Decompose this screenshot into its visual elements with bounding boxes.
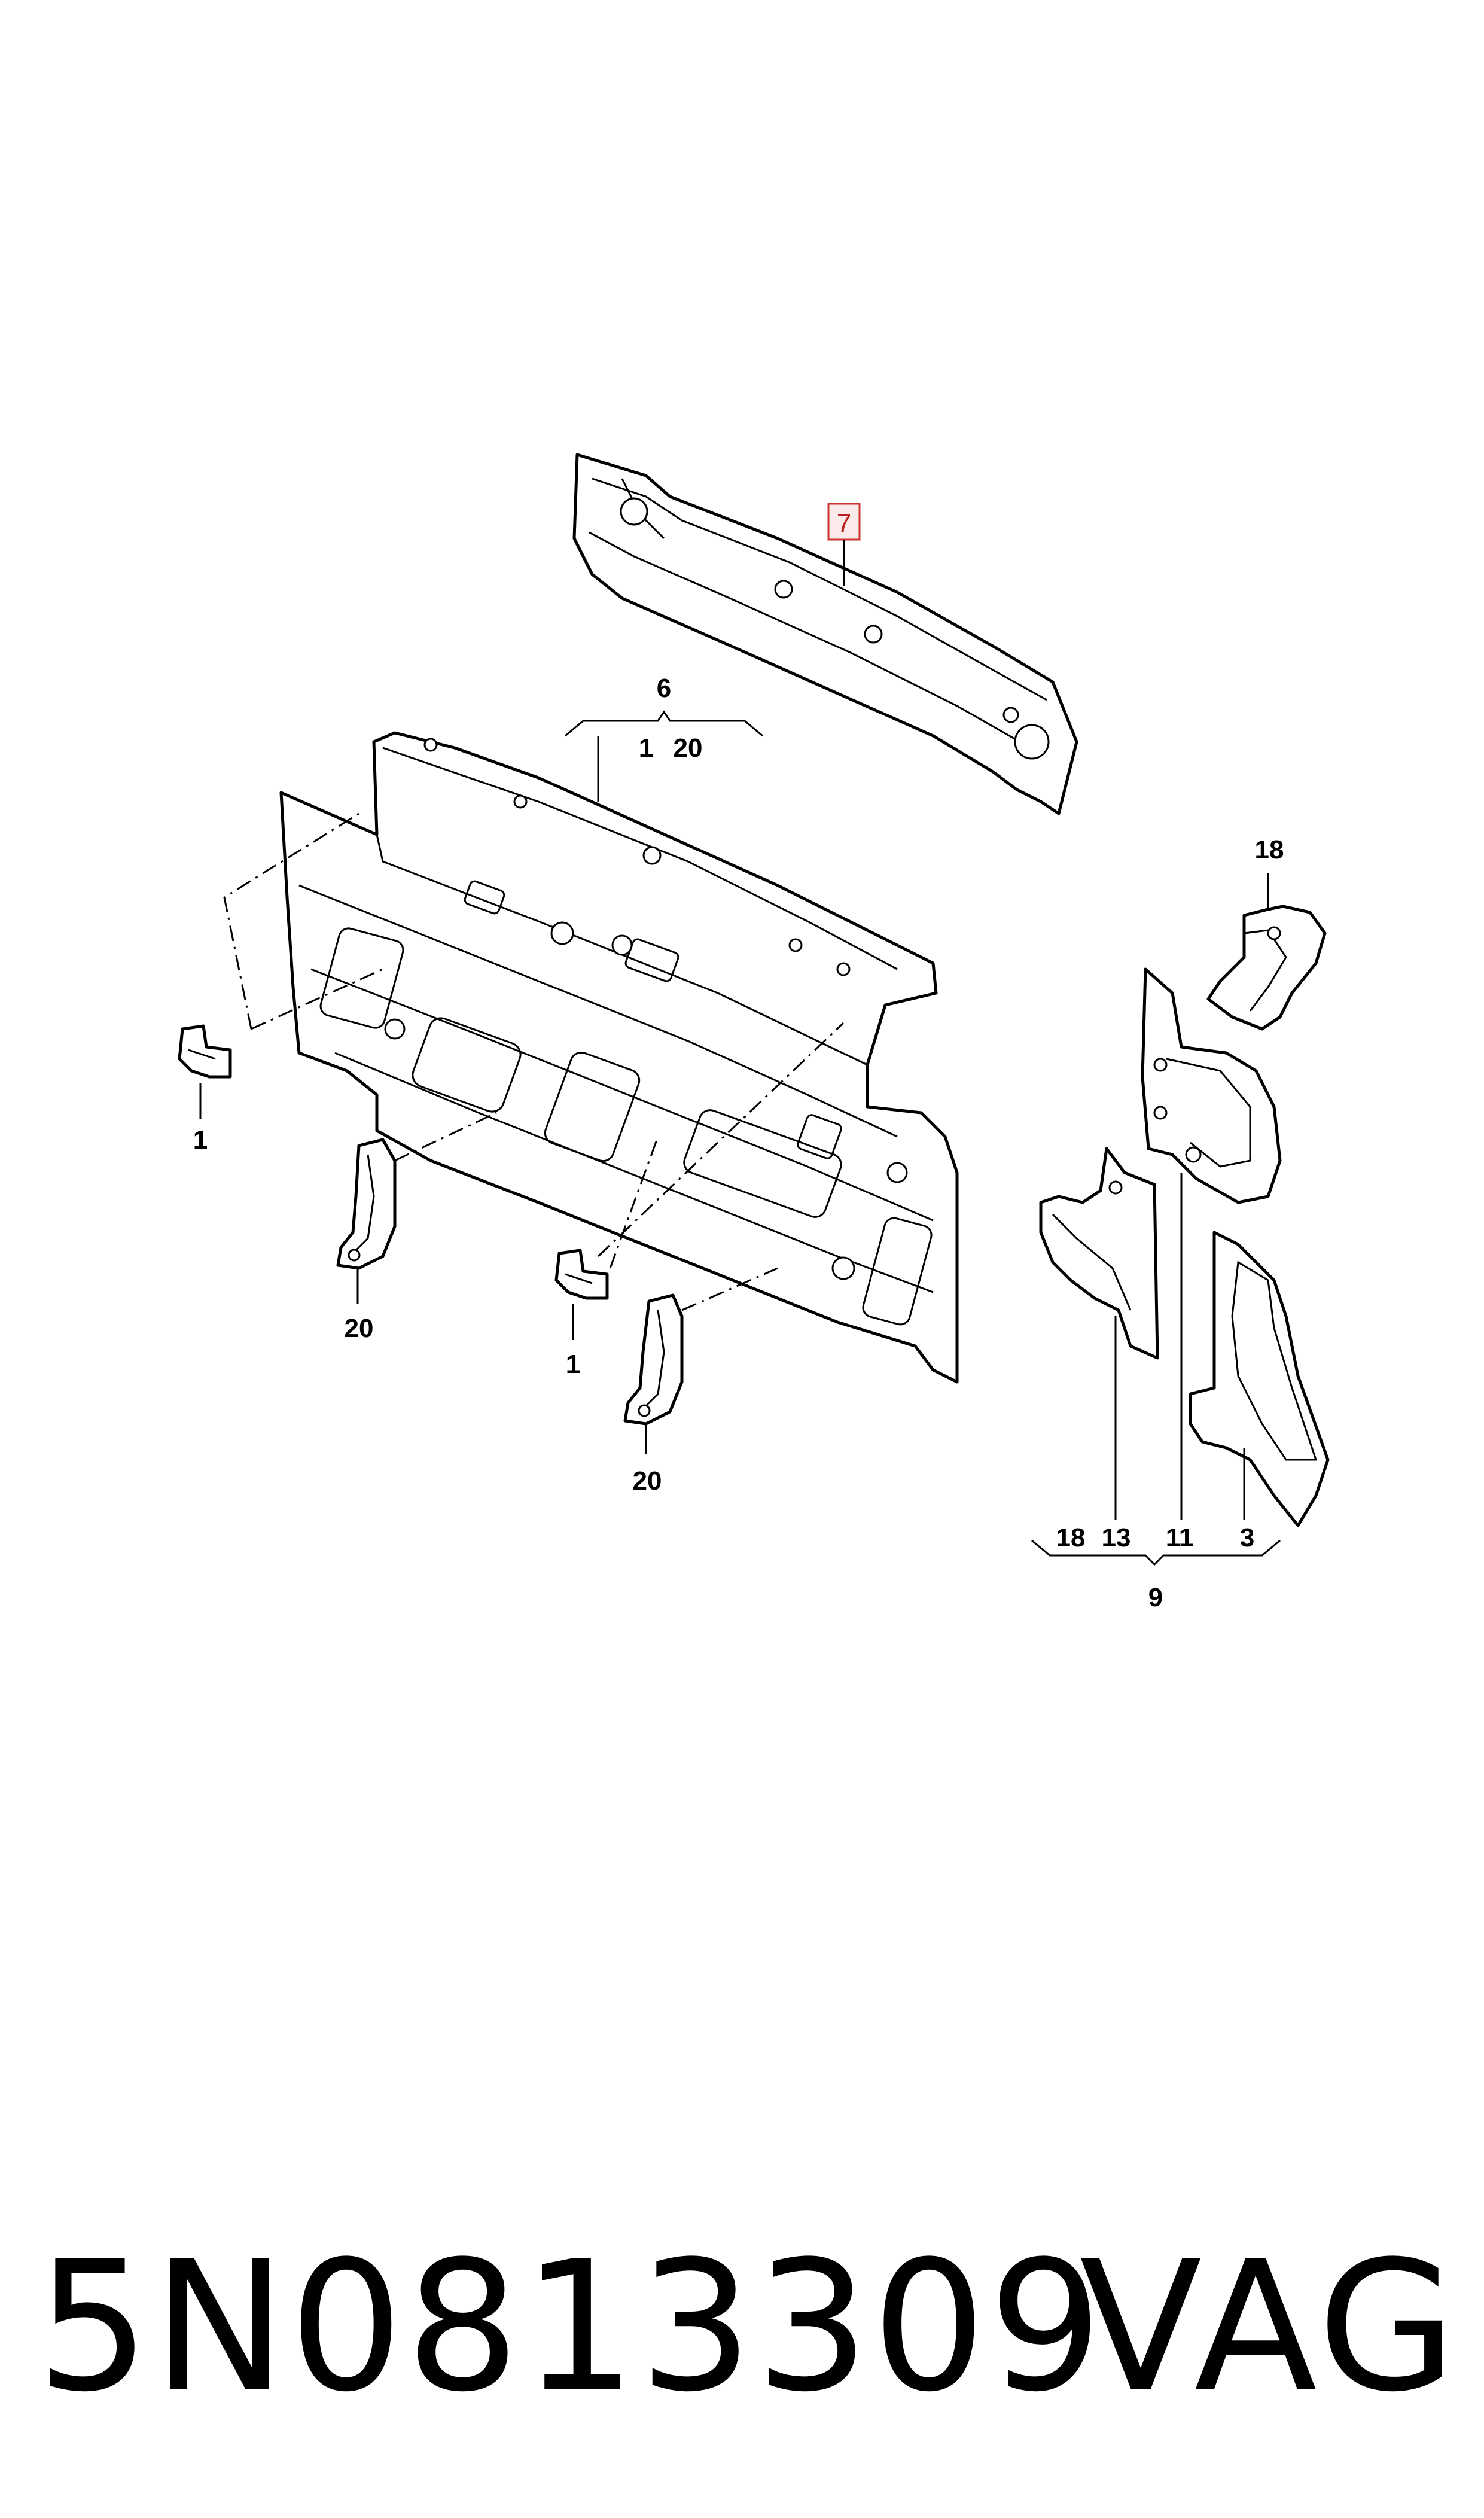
callout-9[interactable]: 9 <box>1148 1583 1163 1612</box>
callout-20-center[interactable]: 20 <box>633 1466 662 1496</box>
footer: 5N0813309 VAG <box>0 2202 1484 2453</box>
part-20-stay-left[interactable] <box>336 1138 397 1270</box>
part-7-cross-member[interactable] <box>572 453 1078 815</box>
callout-3[interactable]: 3 <box>1240 1523 1254 1552</box>
part-13-panel[interactable] <box>1039 1147 1159 1360</box>
callout-1-left[interactable]: 1 <box>193 1125 208 1155</box>
callout-6-sub-1[interactable]: 1 <box>639 733 653 763</box>
part-11-panel[interactable] <box>1141 967 1282 1204</box>
dash-20-left <box>394 1112 497 1162</box>
part-1-bracket-left[interactable] <box>178 1024 232 1079</box>
callout-13[interactable]: 13 <box>1102 1523 1131 1552</box>
callout-18-top[interactable]: 18 <box>1255 835 1284 864</box>
dash-center-1 <box>597 1022 845 1258</box>
dash-center-2 <box>609 1136 659 1269</box>
callout-6-sub-20[interactable]: 20 <box>674 733 703 763</box>
callout-7-box <box>827 503 861 541</box>
callout-18-bottom[interactable]: 18 <box>1056 1523 1086 1552</box>
bracket-6 <box>565 710 763 737</box>
brand-label: VAG <box>1079 2222 1460 2431</box>
dash-left-2 <box>223 812 359 1030</box>
bracket-9 <box>1031 1539 1281 1566</box>
callout-20-left[interactable]: 20 <box>345 1314 374 1343</box>
part-1-bracket-center[interactable] <box>554 1249 609 1300</box>
callout-11[interactable]: 11 <box>1166 1523 1194 1552</box>
dash-left-1 <box>251 968 383 1030</box>
part-3-panel[interactable] <box>1189 1231 1330 1527</box>
exploded-parts-diagram: 7 6 1 20 1 <box>178 453 1330 1612</box>
callout-7[interactable]: 7 <box>837 509 851 538</box>
callout-6[interactable]: 6 <box>657 674 671 703</box>
part-20-stay-center[interactable] <box>623 1293 684 1426</box>
part-18-bracket-upper[interactable] <box>1206 905 1327 1031</box>
part-6-rear-panel[interactable] <box>279 731 959 1384</box>
dash-20-center <box>681 1267 778 1311</box>
part-number-label: 5N0813309 <box>36 2222 1105 2431</box>
callout-1-center[interactable]: 1 <box>566 1350 580 1379</box>
